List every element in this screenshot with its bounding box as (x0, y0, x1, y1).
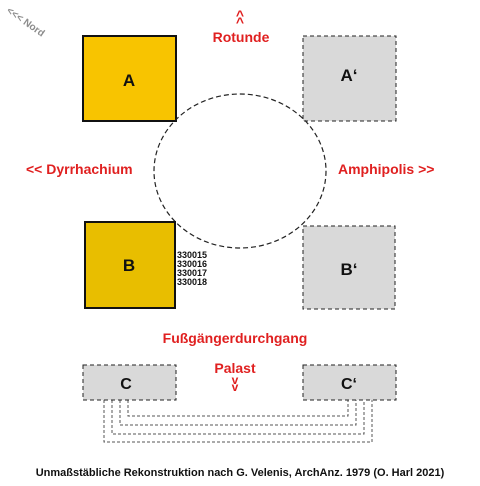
box-a (82, 35, 177, 122)
corridor-lines (103, 400, 373, 443)
inscription-id-4: 330018 (177, 277, 207, 287)
top-arrow-2: ^ (236, 14, 244, 30)
bottom-arrow-2: v (232, 380, 239, 394)
inscription-id-1: 330015 (177, 250, 207, 260)
fussgaengerdurchgang-label: Fußgängerdurchgang (163, 330, 308, 346)
box-c-label: C (120, 376, 132, 393)
palast-label: Palast (214, 360, 256, 376)
box-a-label: A (123, 71, 135, 90)
caption: Unmaßstäbliche Rekonstruktion nach G. Ve… (36, 467, 445, 479)
inscription-id-3: 330017 (177, 268, 207, 278)
box-a-prime (302, 35, 397, 122)
box-b-label: B (123, 256, 135, 275)
amphipolis-label: Amphipolis >> (338, 161, 434, 177)
bottom-arrow: v (232, 373, 239, 387)
box-b-prime-label: B‘ (341, 260, 358, 279)
inscription-id-2: 330016 (177, 259, 207, 269)
north-label: <<< Nord (4, 5, 46, 39)
box-c-prime (302, 364, 397, 401)
box-b-prime (302, 225, 396, 310)
box-a-prime-label: A‘ (341, 66, 358, 85)
rotunde-label: Rotunde (213, 29, 270, 45)
dyrrhachium-label: << Dyrrhachium (26, 161, 133, 177)
box-c (82, 364, 177, 401)
box-c-prime-label: C‘ (341, 376, 357, 393)
rotunda-ellipse (153, 93, 327, 249)
box-b (84, 221, 176, 309)
top-arrow: ^ (236, 7, 244, 23)
